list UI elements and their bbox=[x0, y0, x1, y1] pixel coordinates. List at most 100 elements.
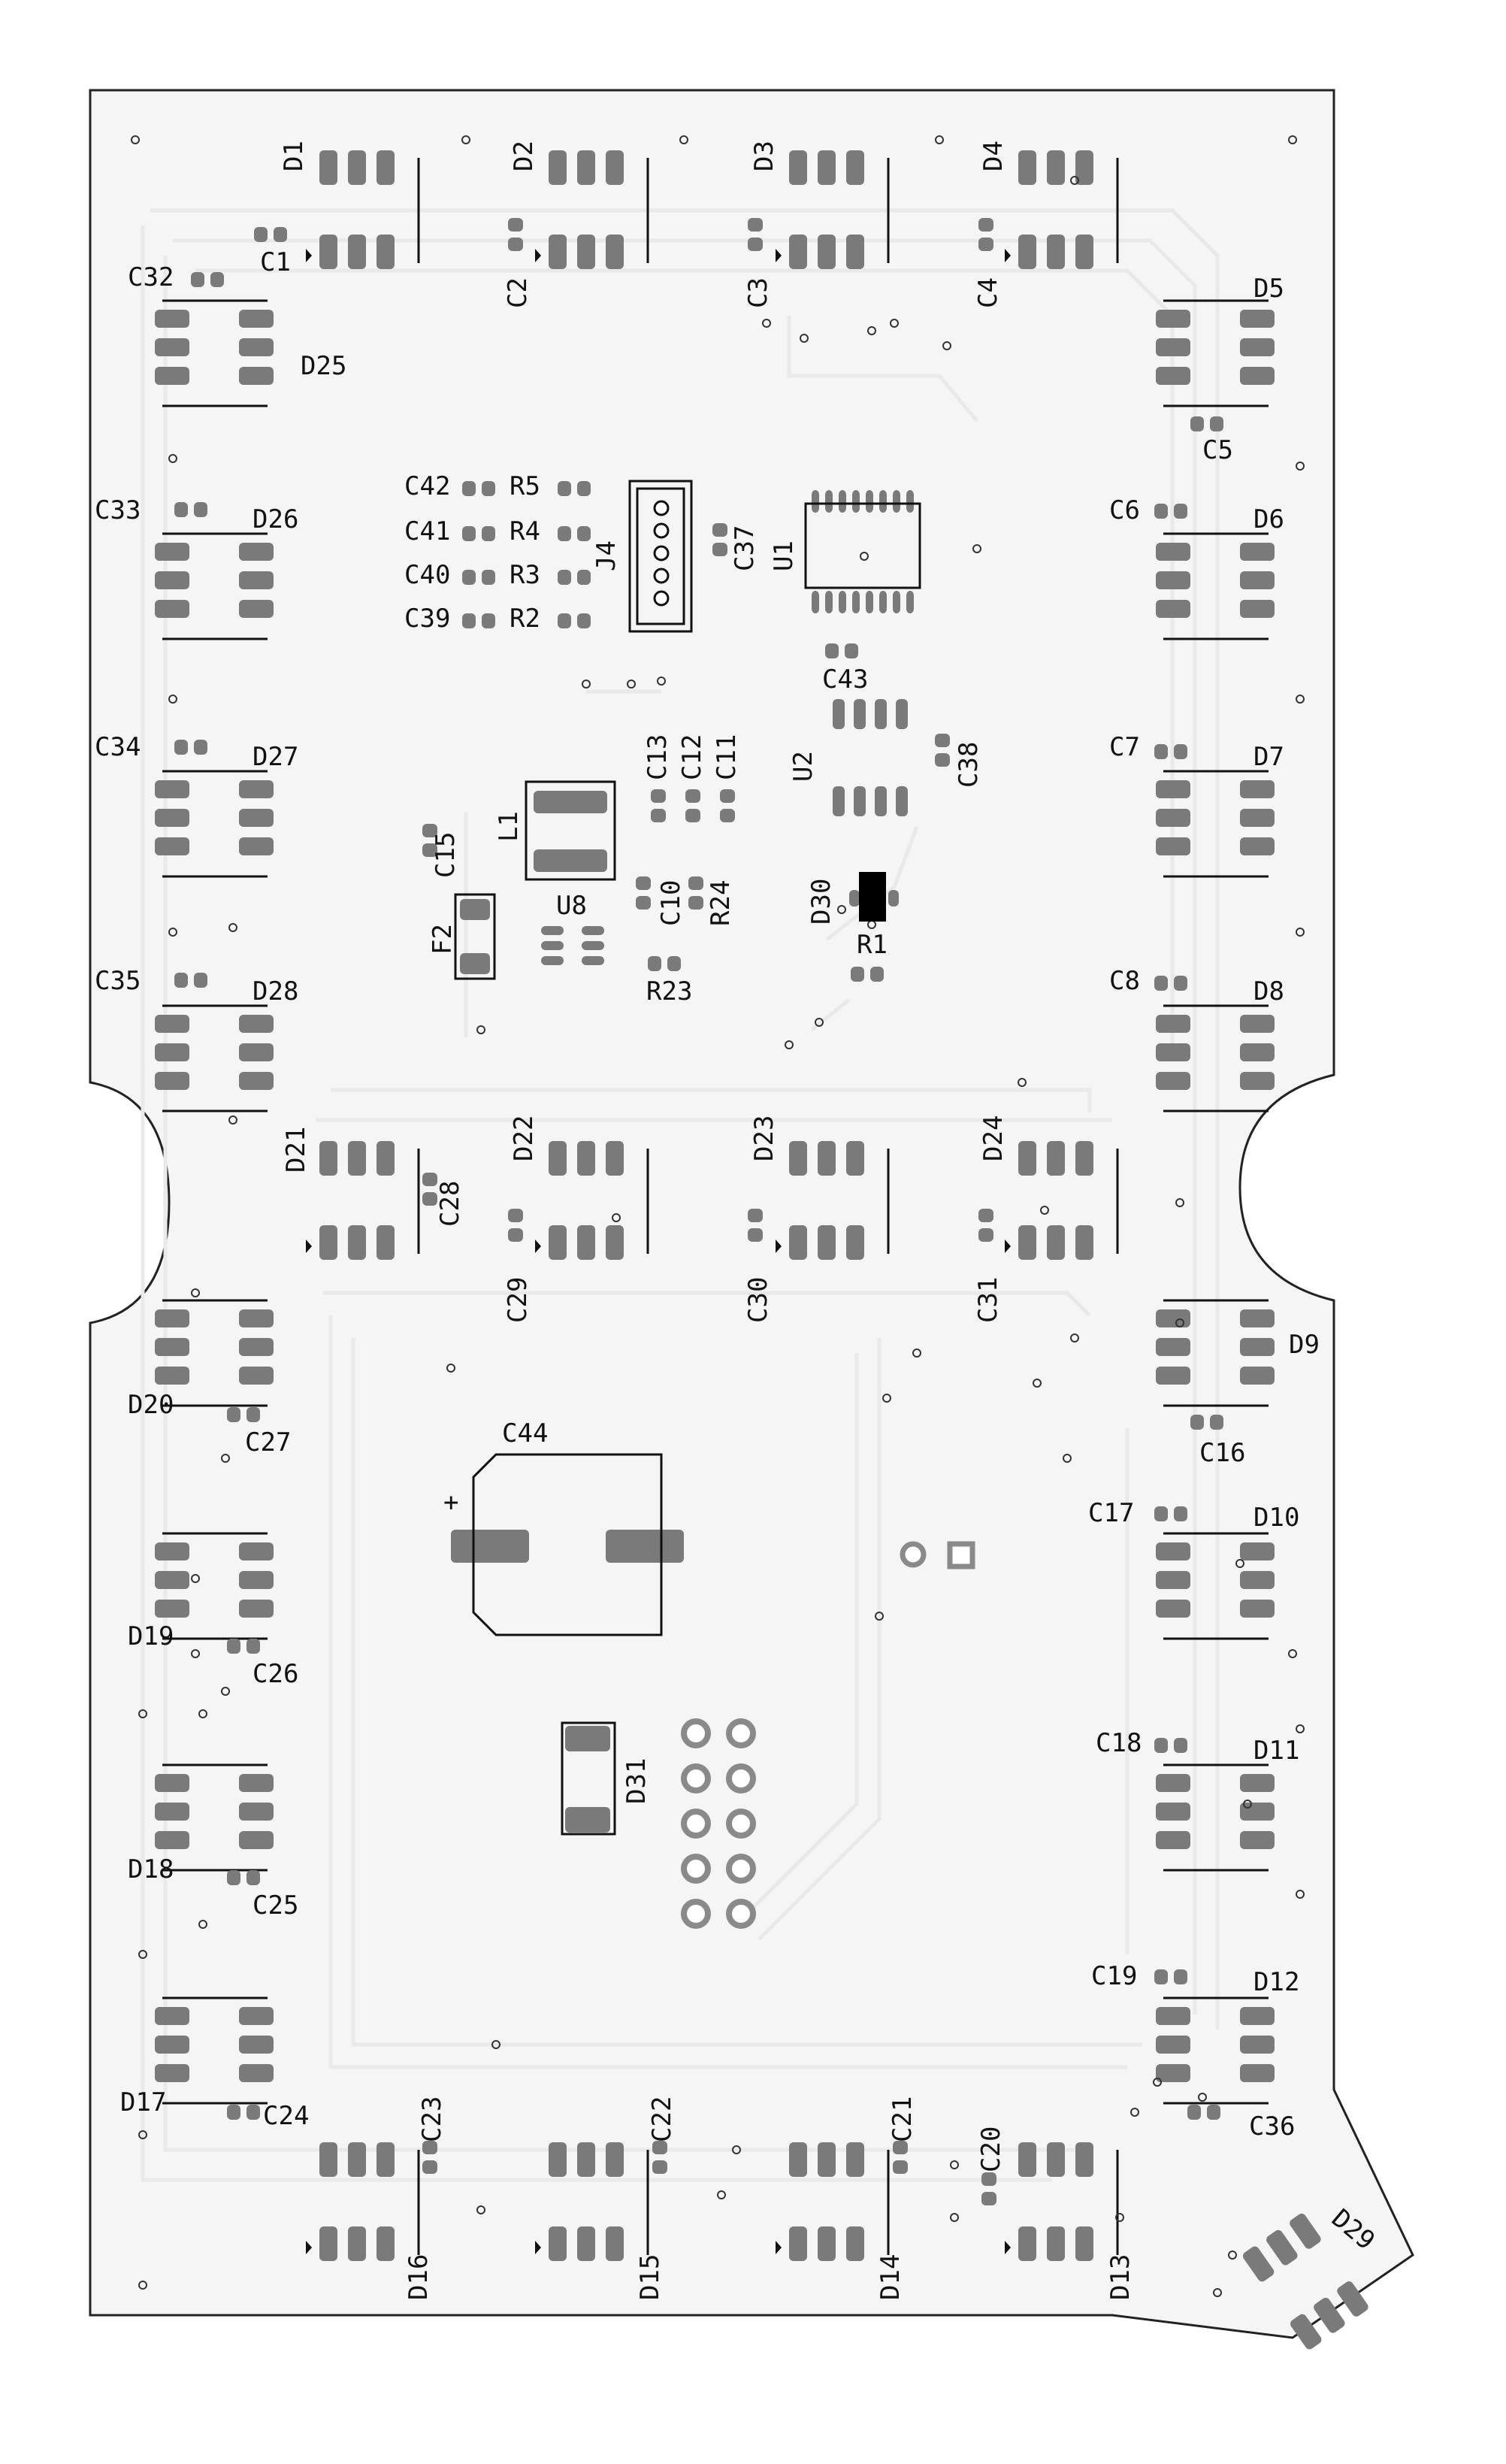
D28-pad bbox=[155, 1043, 189, 1061]
C42-pad bbox=[482, 481, 495, 496]
via bbox=[168, 454, 177, 463]
label-d11: D11 bbox=[1253, 1736, 1299, 1766]
C3-pad bbox=[748, 238, 763, 251]
via bbox=[1296, 462, 1305, 471]
D1-pin1 bbox=[306, 249, 312, 262]
C12-pad bbox=[685, 809, 700, 822]
label-d22: D22 bbox=[509, 1115, 539, 1161]
f2-pad bbox=[460, 953, 490, 974]
C34-pad bbox=[194, 740, 207, 755]
via bbox=[446, 1364, 455, 1373]
via bbox=[717, 2190, 726, 2199]
D13-pin1 bbox=[1005, 2241, 1011, 2254]
D14-pad bbox=[818, 2142, 836, 2177]
D10-pad bbox=[1240, 1542, 1275, 1560]
D7-pad bbox=[1240, 837, 1275, 855]
D6-pad bbox=[1156, 571, 1190, 589]
via bbox=[131, 135, 140, 144]
D25-pad bbox=[239, 367, 274, 385]
via bbox=[582, 680, 591, 689]
C43-pad bbox=[825, 643, 839, 658]
via bbox=[168, 695, 177, 704]
D21-pad bbox=[376, 1225, 395, 1260]
via bbox=[228, 923, 237, 932]
D17-pad bbox=[239, 2007, 274, 2025]
via bbox=[1033, 1379, 1042, 1388]
label-c6: C6 bbox=[1109, 495, 1140, 525]
via bbox=[198, 1920, 207, 1929]
via bbox=[1228, 2251, 1237, 2260]
D6-pad bbox=[1156, 600, 1190, 618]
C27-pad bbox=[227, 1407, 240, 1422]
header-pin bbox=[726, 1809, 756, 1839]
l1-pad bbox=[534, 791, 607, 813]
D29-pad bbox=[1290, 2213, 1321, 2249]
j4-pin bbox=[653, 545, 670, 562]
D3-pad bbox=[846, 235, 864, 269]
via bbox=[1296, 928, 1305, 937]
C19-pad bbox=[1154, 1969, 1168, 1984]
C13-pad bbox=[651, 809, 666, 822]
D2-pad bbox=[549, 235, 567, 269]
D17-pad bbox=[239, 2036, 274, 2054]
label-r3: R3 bbox=[510, 560, 540, 590]
header-pin bbox=[681, 1763, 711, 1794]
D9-pad bbox=[1156, 1309, 1190, 1327]
C15-pad bbox=[422, 824, 437, 837]
component-layer bbox=[131, 135, 1368, 2350]
D12-pad bbox=[1240, 2007, 1275, 2025]
D19-pad bbox=[239, 1600, 274, 1618]
via bbox=[785, 1040, 794, 1049]
D13-pad bbox=[1075, 2142, 1093, 2177]
u8-pin bbox=[582, 956, 604, 965]
C8-pad bbox=[1154, 976, 1168, 991]
D17-pad bbox=[155, 2064, 189, 2082]
label-c29: C29 bbox=[503, 1277, 533, 1323]
label-c39: C39 bbox=[404, 604, 450, 634]
D4-pad bbox=[1047, 235, 1065, 269]
D2-pad bbox=[606, 150, 624, 185]
C30-pad bbox=[748, 1228, 763, 1242]
D1-pad bbox=[348, 235, 366, 269]
u1-pin bbox=[906, 490, 914, 513]
u1-pin bbox=[812, 591, 819, 613]
D22-pad bbox=[577, 1225, 595, 1260]
label-c18: C18 bbox=[1096, 1728, 1142, 1758]
D5-pad bbox=[1156, 338, 1190, 356]
D18-pad bbox=[155, 1774, 189, 1792]
u2-pin bbox=[854, 699, 866, 729]
u1-pin bbox=[812, 490, 819, 513]
via bbox=[1153, 2078, 1162, 2087]
header-pin bbox=[726, 1763, 756, 1794]
u1-pin bbox=[839, 591, 846, 613]
C2-pad bbox=[508, 218, 523, 232]
C1-pad bbox=[254, 227, 268, 242]
label-c37: C37 bbox=[730, 525, 760, 571]
u8-pin bbox=[541, 956, 564, 965]
D16-pin1 bbox=[306, 2241, 312, 2254]
D12-pad bbox=[1240, 2036, 1275, 2054]
u2-pin bbox=[896, 699, 908, 729]
D2-pad bbox=[577, 150, 595, 185]
via bbox=[228, 1115, 237, 1125]
D13-pad bbox=[1047, 2142, 1065, 2177]
label-c34: C34 bbox=[95, 732, 141, 762]
D8-pad bbox=[1240, 1043, 1275, 1061]
D15-pin1 bbox=[535, 2241, 541, 2254]
D18-pad bbox=[239, 1774, 274, 1792]
C30-pad bbox=[748, 1209, 763, 1222]
D29-pad bbox=[1290, 2314, 1322, 2350]
u2-pin bbox=[833, 699, 845, 729]
D19-pad bbox=[155, 1600, 189, 1618]
C39-pad bbox=[482, 613, 495, 628]
D26-pad bbox=[239, 600, 274, 618]
D10-pad bbox=[1240, 1600, 1275, 1618]
label-c11: C11 bbox=[712, 734, 742, 780]
C26-pad bbox=[227, 1639, 240, 1654]
label-c24: C24 bbox=[263, 2101, 309, 2131]
via bbox=[875, 1612, 884, 1621]
D11-pad bbox=[1240, 1774, 1275, 1792]
D27-pad bbox=[155, 809, 189, 827]
label-d1: D1 bbox=[279, 141, 309, 171]
label-d28: D28 bbox=[253, 976, 298, 1006]
